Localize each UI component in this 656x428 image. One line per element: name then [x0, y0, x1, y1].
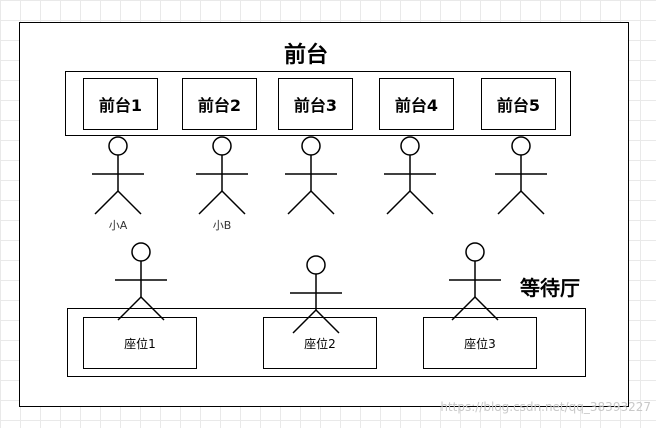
- person-icon: [196, 136, 248, 215]
- person-icon: [285, 136, 337, 215]
- person-icon: [495, 136, 547, 215]
- front-desk-3: 前台3: [278, 78, 353, 130]
- front-desk-1: 前台1: [83, 78, 158, 130]
- person-icon: [92, 136, 144, 215]
- front-desk-5: 前台5: [481, 78, 556, 130]
- front-desk-title: 前台: [283, 43, 328, 68]
- waiting-hall-title: 等待厅: [520, 276, 580, 300]
- seat-3: 座位3: [423, 317, 537, 369]
- front-desk-4: 前台4: [379, 78, 454, 130]
- person-icon: [384, 136, 436, 215]
- person-icon: [290, 255, 342, 334]
- person-label-a: 小A: [108, 219, 128, 232]
- person-icon: [115, 242, 167, 321]
- seat-2: 座位2: [263, 317, 377, 369]
- seat-1: 座位1: [83, 317, 197, 369]
- person-icon: [449, 242, 501, 321]
- watermark: https://blog.csdn.net/qq_38393227: [440, 400, 651, 414]
- front-desk-2: 前台2: [182, 78, 257, 130]
- person-label-b: 小B: [212, 219, 232, 232]
